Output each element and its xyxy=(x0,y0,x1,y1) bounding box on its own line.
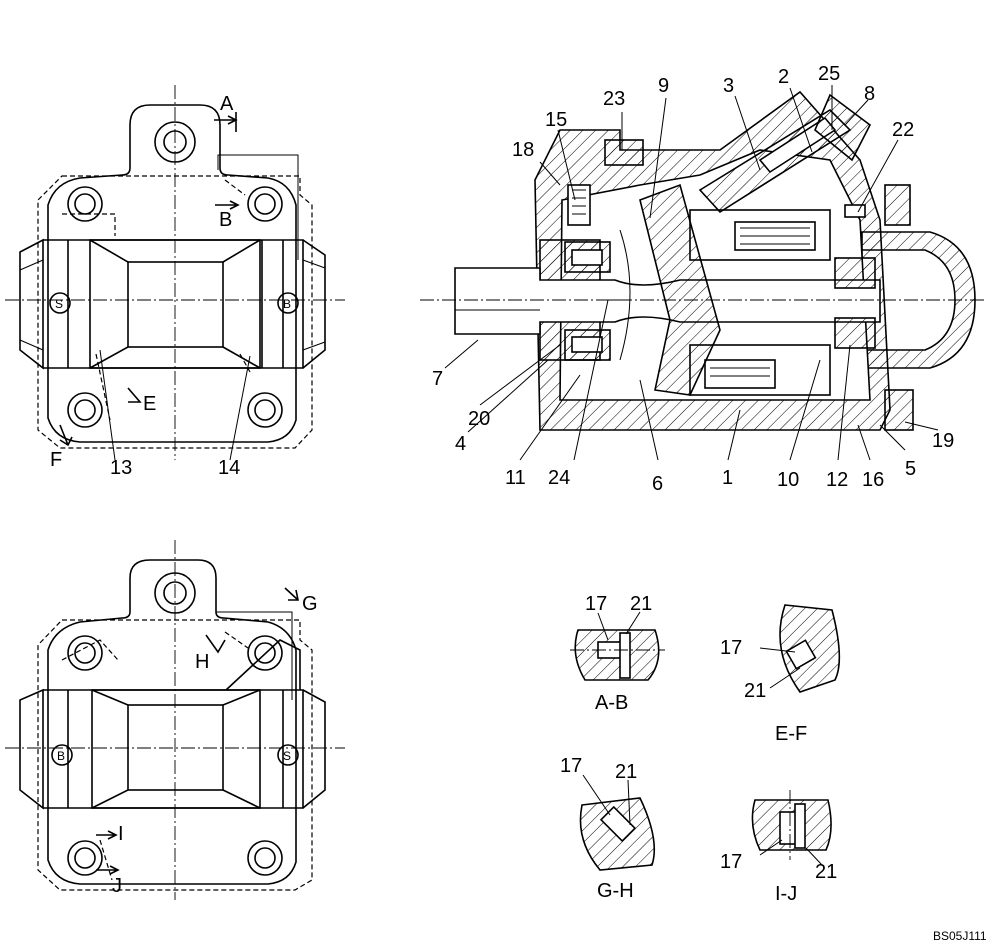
section-detail-i-j: 17 21 I-J xyxy=(720,790,837,905)
main-cross-section: 7 20 4 11 24 6 1 10 12 16 5 19 18 15 23 … xyxy=(420,63,985,495)
section-marker-i: I xyxy=(118,823,124,845)
end-view-top: S B A B E F 13 14 xyxy=(5,85,345,479)
callout-17-ij: 17 xyxy=(720,851,742,873)
callout-9: 9 xyxy=(658,75,669,97)
section-label-g-h: G-H xyxy=(597,880,634,902)
callout-10: 10 xyxy=(777,469,799,491)
section-detail-a-b: 17 21 A-B xyxy=(570,593,665,714)
callout-8: 8 xyxy=(864,83,875,105)
callout-17-ab: 17 xyxy=(585,593,607,615)
callout-21-ab: 21 xyxy=(630,593,652,615)
callout-2: 2 xyxy=(778,66,789,88)
port-mark-s-lower: S xyxy=(283,749,291,763)
port-mark-s: S xyxy=(55,297,63,311)
section-label-a-b: A-B xyxy=(595,692,628,714)
callout-11: 11 xyxy=(505,467,526,489)
callout-17-ef: 17 xyxy=(720,637,742,659)
end-view-bottom: B S G H I J xyxy=(5,540,345,900)
callout-16: 16 xyxy=(862,469,884,491)
callout-4: 4 xyxy=(455,433,466,455)
section-label-i-j: I-J xyxy=(775,883,797,905)
section-marker-f: F xyxy=(50,449,62,471)
port-mark-b: B xyxy=(283,297,291,311)
section-marker-b: B xyxy=(219,209,232,231)
callout-3: 3 xyxy=(723,75,734,97)
callout-25: 25 xyxy=(818,63,840,85)
section-detail-e-f: 17 21 E-F xyxy=(720,604,841,745)
section-marker-j: J xyxy=(112,875,122,897)
section-marker-g: G xyxy=(302,593,318,615)
callout-23: 23 xyxy=(603,88,625,110)
callout-21-ij: 21 xyxy=(815,861,837,883)
callout-24: 24 xyxy=(548,467,570,489)
callout-17-gh: 17 xyxy=(560,755,582,777)
callout-18: 18 xyxy=(512,139,534,161)
callout-21-gh: 21 xyxy=(615,761,637,783)
callout-6: 6 xyxy=(652,473,663,495)
section-marker-h: H xyxy=(195,651,209,673)
callout-21-ef: 21 xyxy=(744,680,766,702)
callout-20: 20 xyxy=(468,408,490,430)
callout-22: 22 xyxy=(892,119,914,141)
section-marker-e: E xyxy=(143,393,156,415)
section-detail-g-h: 17 21 G-H xyxy=(560,755,656,902)
callout-12: 12 xyxy=(826,469,848,491)
callout-1: 1 xyxy=(722,467,733,489)
callout-14: 14 xyxy=(218,457,240,479)
reference-code: BS05J111 xyxy=(933,929,987,943)
section-marker-a: A xyxy=(220,93,234,115)
port-mark-b-lower: B xyxy=(57,749,65,763)
callout-13: 13 xyxy=(110,457,132,479)
callout-15: 15 xyxy=(545,109,567,131)
section-label-e-f: E-F xyxy=(775,723,807,745)
callout-7: 7 xyxy=(432,368,443,390)
callout-19: 19 xyxy=(932,430,954,452)
callout-5: 5 xyxy=(905,458,916,480)
